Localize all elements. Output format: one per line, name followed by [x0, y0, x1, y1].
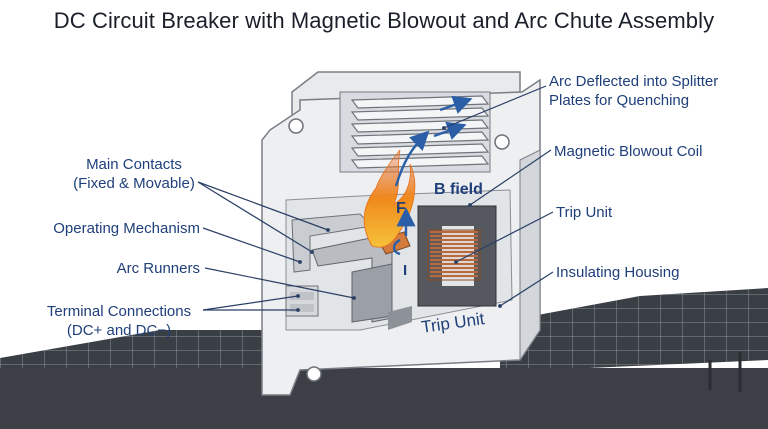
label-arc-deflected-line2: Plates for Quenching	[549, 92, 690, 109]
label-terminal-connections-line1: Terminal Connections	[46, 303, 192, 320]
b-field-label: B field	[434, 181, 483, 198]
label-operating-mechanism: Operating Mechanism	[53, 220, 200, 237]
splitter-plates	[339, 91, 491, 173]
leader-lines	[197, 85, 554, 312]
label-magnetic-blowout-coil: Magnetic Blowout Coil	[554, 143, 703, 160]
current-label: I	[403, 262, 408, 279]
label-arc-deflected: Arc Deflected into Splitter Plates for Q…	[549, 72, 718, 110]
diagram-title: DC Circuit Breaker with Magnetic Blowout…	[53, 8, 715, 33]
magnetic-blowout-coil	[417, 205, 497, 307]
solar-panel-array	[0, 288, 768, 429]
label-arc-deflected-line1: Arc Deflected into Splitter	[549, 73, 719, 90]
label-trip-unit: Trip Unit	[556, 204, 613, 221]
label-terminal-connections: Terminal Connections (DC+ and DC−)	[34, 302, 204, 340]
label-main-contacts-line2: (Fixed & Movable)	[73, 175, 195, 192]
terminal-connections	[285, 285, 319, 317]
force-field-arrows	[392, 95, 473, 256]
label-main-contacts-line1: Main Contacts	[86, 156, 182, 173]
force-label: F	[396, 200, 406, 217]
label-arc-runners: Arc Runners	[116, 260, 200, 277]
arc-runners	[351, 263, 412, 330]
label-terminal-connections-line2: (DC+ and DC−)	[66, 322, 172, 339]
label-main-contacts: Main Contacts (Fixed & Movable)	[64, 155, 204, 193]
label-insulating-housing: Insulating Housing	[556, 264, 680, 281]
